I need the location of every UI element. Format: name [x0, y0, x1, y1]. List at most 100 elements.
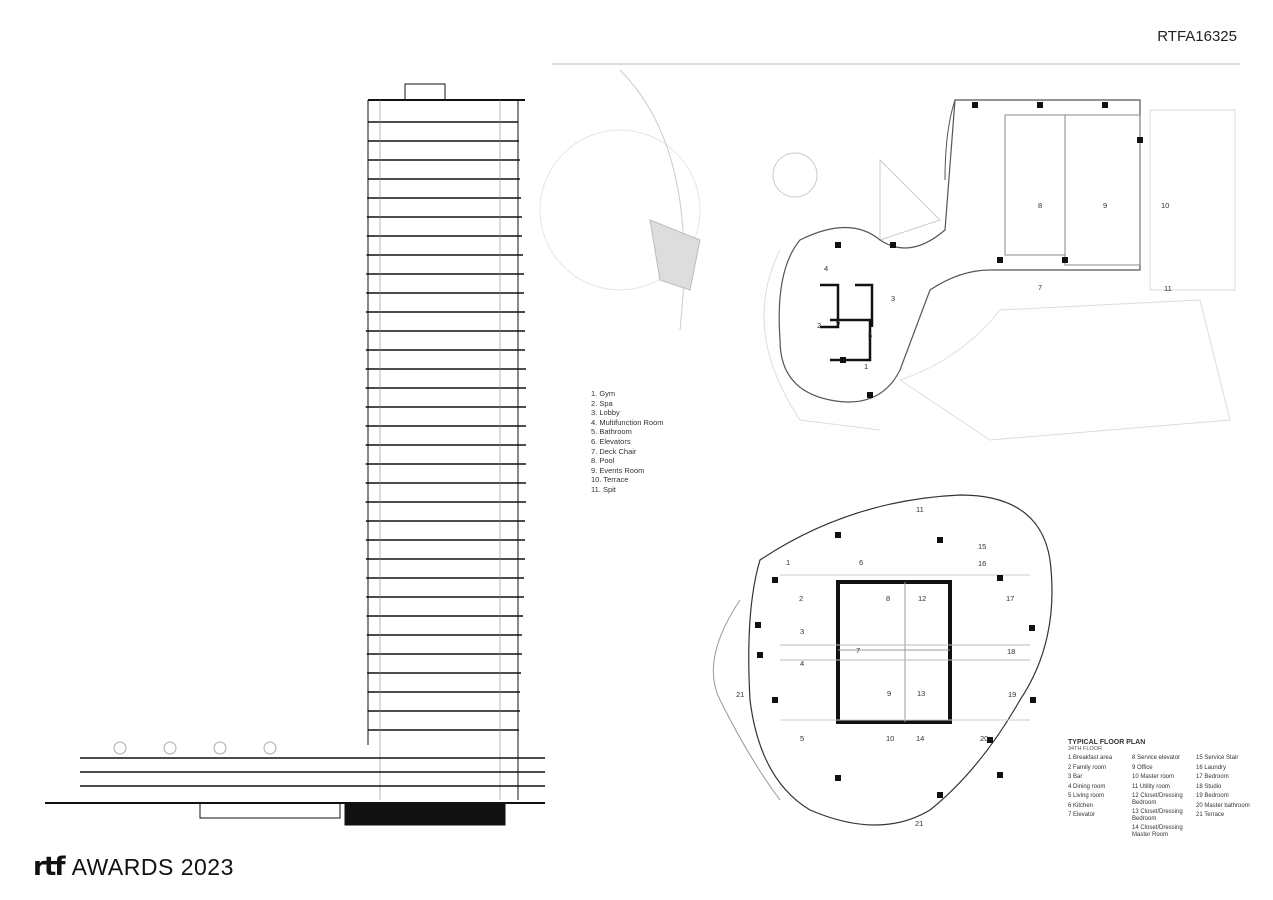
floor-label: 8: [886, 594, 891, 603]
column: [1037, 102, 1043, 108]
basement: [344, 802, 506, 826]
floor-label: 15: [978, 542, 987, 551]
site-label: 10: [1161, 201, 1170, 210]
floor-label: 10: [886, 734, 895, 743]
column: [757, 652, 763, 658]
legend-item: 19 Bedroom: [1196, 793, 1229, 799]
column: [1029, 625, 1035, 631]
column: [1137, 137, 1143, 143]
floor-label: 19: [1008, 690, 1017, 699]
project-code: RTFA16325: [1157, 28, 1237, 45]
legend-item: 6 Kitchen: [1068, 802, 1094, 809]
tree: [263, 741, 277, 755]
floor-label: 9: [887, 689, 892, 698]
floor-label: 11: [916, 505, 924, 514]
floor-label: 13: [917, 689, 926, 698]
column: [997, 772, 1003, 778]
site-label: 6: [836, 318, 841, 327]
legend-item: 7. Deck Chair: [591, 446, 637, 456]
legend-item: 15 Service Stair: [1196, 755, 1239, 761]
column: [835, 775, 841, 781]
legend-item: 5. Bathroom: [591, 427, 632, 437]
site-label: 8: [1038, 201, 1043, 210]
legend-item: 9. Events Room: [591, 465, 645, 475]
legend-item: 11. Spit: [591, 484, 616, 494]
rtf-logo-mark: rtf: [33, 852, 66, 882]
basement-outline: [199, 802, 341, 819]
site-label: 11: [1164, 284, 1172, 293]
column: [1062, 257, 1068, 263]
legend-item: 1. Gym: [591, 389, 616, 398]
floor-label: 7: [856, 646, 861, 655]
column: [937, 537, 943, 543]
site-label: 1: [864, 362, 869, 371]
legend-item: 3. Lobby: [591, 408, 620, 418]
site-plan: [539, 69, 1236, 441]
floor-label: 6: [859, 558, 864, 567]
legend-item: 3 Bar: [1068, 774, 1083, 780]
column: [1102, 102, 1108, 108]
legend-item: 8. Pool: [591, 456, 615, 466]
column: [890, 242, 896, 248]
column: [835, 242, 841, 248]
floor-label: 21: [736, 690, 745, 699]
legend-item: 6. Elevators: [591, 436, 631, 446]
legend-item: 21 Terrace: [1196, 812, 1225, 818]
column: [840, 357, 846, 363]
floor-label: 18: [1007, 647, 1016, 656]
floor-label: 12: [918, 594, 927, 603]
legend-item: 12 Closet/Dressing Bedroom: [1132, 793, 1183, 806]
legend-item: 10. Terrace: [591, 475, 629, 485]
column: [1030, 697, 1036, 703]
legend-item: 17 Bedroom: [1196, 774, 1229, 780]
floor-label: 20: [980, 734, 989, 743]
legend-item: 13 Closet/Dressing Bedroom: [1132, 809, 1183, 822]
legend-item: 14 Closet/Dressing Master Room: [1132, 825, 1183, 838]
legend-item: 20 Master bathroom: [1196, 802, 1250, 809]
floor-label: 5: [800, 734, 805, 743]
floor-label: 14: [916, 734, 925, 743]
floor-plan-subtitle: 34TH FLOOR: [1068, 746, 1102, 752]
legend-item: 10 Master room: [1132, 774, 1175, 780]
floor-label: 3: [800, 627, 805, 636]
legend-item: 2 Family room: [1068, 764, 1107, 771]
floor-label: 16: [978, 559, 987, 568]
rtf-awards-logo: rtf AWARDS 2023: [33, 852, 234, 882]
typical-floor-plan: [712, 494, 1053, 826]
tree: [213, 741, 227, 755]
floor-label: 4: [800, 659, 805, 668]
legend-item: 5 Living room: [1068, 793, 1105, 799]
column: [937, 792, 943, 798]
legend-item: 11 Utility room: [1132, 783, 1170, 790]
column: [987, 737, 993, 743]
column: [772, 697, 778, 703]
site-label: 2: [817, 321, 822, 330]
floor-label: 17: [1006, 594, 1015, 603]
column: [867, 392, 873, 398]
tower-section: [45, 83, 545, 826]
tree: [113, 741, 127, 755]
legend-item: 2. Spa: [591, 398, 613, 408]
site-label: 4: [824, 264, 829, 273]
legend-item: 16 Laundry: [1196, 764, 1227, 771]
column: [755, 622, 761, 628]
floor-label: 21: [915, 819, 924, 828]
awards-text: AWARDS 2023: [71, 853, 234, 880]
column: [997, 257, 1003, 263]
legend-item: 4 Dining room: [1068, 783, 1106, 790]
floor-label: 2: [799, 594, 804, 603]
site-label: 5: [868, 331, 873, 340]
legend-item: 1 Breakfast area: [1068, 755, 1113, 761]
legend-item: 9 Office: [1132, 764, 1153, 771]
column: [997, 575, 1003, 581]
floor-label: 1: [786, 558, 791, 567]
site-label: 3: [891, 294, 896, 303]
floor-plan-legend: TYPICAL FLOOR PLAN 34TH FLOOR 1 Breakfas…: [1068, 739, 1252, 841]
site-label: 7: [1038, 283, 1043, 292]
column: [772, 577, 778, 583]
legend-item: 7 Elevator: [1068, 812, 1096, 818]
column: [972, 102, 978, 108]
floor-plan-title: TYPICAL FLOOR PLAN: [1068, 739, 1146, 746]
